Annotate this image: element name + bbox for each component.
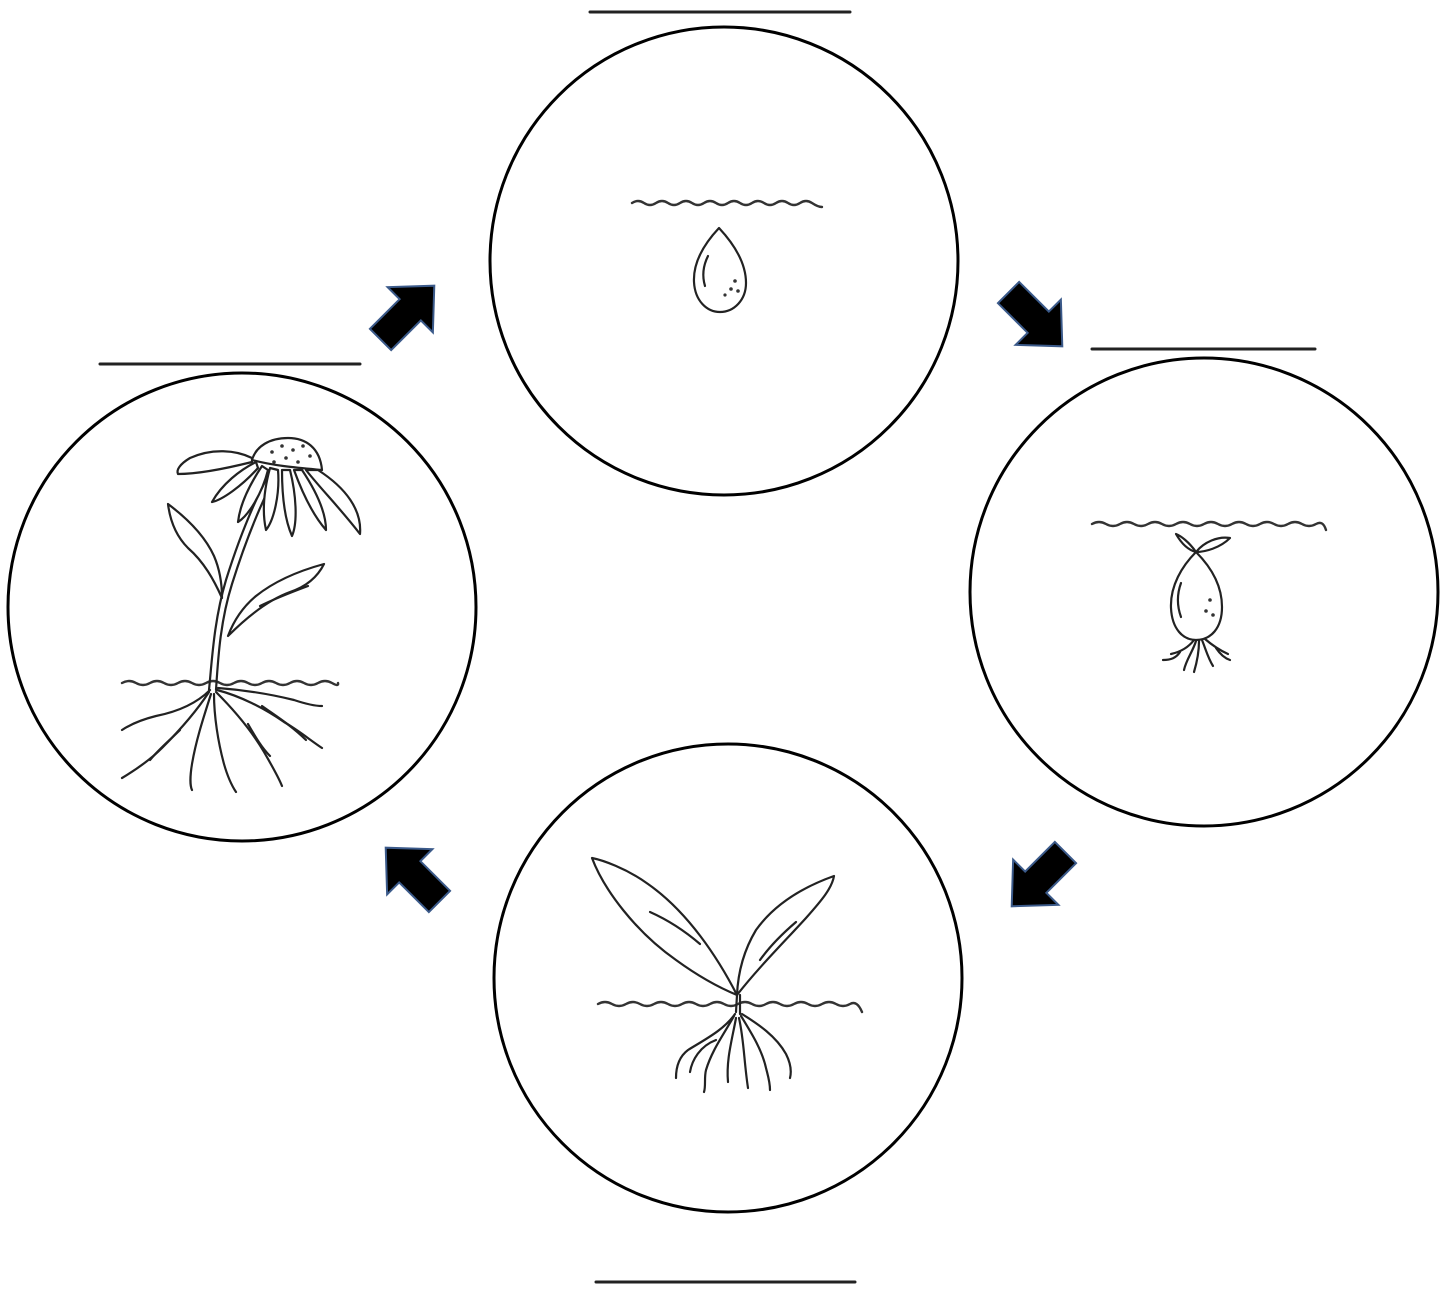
stage-seedling [494, 744, 962, 1282]
arrow-icon [363, 825, 462, 924]
arrow-seed-to-germination [986, 270, 1085, 369]
stage-adult-plant [8, 364, 476, 841]
stage-germination [970, 349, 1438, 826]
arrow-adult-to-seed [358, 263, 457, 362]
stage-circle-adult-plant [8, 373, 476, 841]
arrow-icon [989, 830, 1088, 929]
arrow-seedling-to-adult [363, 825, 462, 924]
arrow-icon [358, 263, 457, 362]
arrow-icon [986, 270, 1085, 369]
arrow-germination-to-seedling [989, 830, 1088, 929]
stage-seed [490, 12, 958, 495]
